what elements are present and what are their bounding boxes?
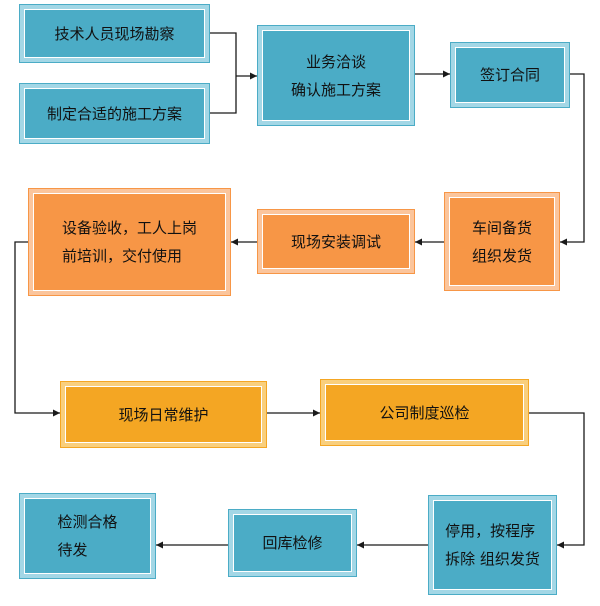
step-label: 现场日常维护 bbox=[118, 405, 209, 424]
step-label: 技术人员现场勘察 bbox=[54, 24, 175, 43]
step-return-repair: 回库检修 bbox=[229, 510, 356, 576]
step-label-line-1: 设备验收，工人上岗 bbox=[61, 219, 197, 237]
step-label: 现场安装调试 bbox=[290, 232, 381, 251]
step-label-line-1: 停用，按程序 bbox=[445, 522, 536, 540]
step-label-line-1: 业务洽谈 bbox=[305, 52, 366, 71]
step-inspection: 公司制度巡检 bbox=[321, 380, 528, 445]
step-daily-maintenance: 现场日常维护 bbox=[61, 382, 266, 447]
step-label-line-2: 拆除 组织发货 bbox=[445, 550, 540, 568]
step-label-line-2: 待发 bbox=[57, 541, 88, 559]
arrow-inspection-to-decommission bbox=[528, 412, 585, 549]
step-sign-contract: 签订合同 bbox=[451, 43, 569, 107]
connector-plan-to-merge bbox=[209, 76, 237, 114]
step-label-line-2: 确认施工方案 bbox=[290, 80, 381, 99]
step-install-debug: 现场安装调试 bbox=[258, 210, 414, 273]
connector-survey-to-merge bbox=[209, 32, 237, 76]
step-label-line-1: 检测合格 bbox=[57, 513, 118, 531]
step-construction-plan: 制定合适的施工方案 bbox=[20, 84, 209, 143]
step-decommission: 停用，按程序 拆除 组织发货 bbox=[429, 496, 556, 594]
arrow-acceptance-to-maintenance bbox=[14, 241, 60, 417]
step-acceptance-training: 设备验收，工人上岗 前培训，交付使用 bbox=[29, 189, 230, 295]
step-label: 签订合同 bbox=[479, 66, 540, 84]
arrow-contract-to-prepare bbox=[560, 73, 585, 246]
step-label-line-1: 车间备货 bbox=[471, 218, 532, 237]
step-label: 制定合适的施工方案 bbox=[46, 104, 182, 123]
step-label: 公司制度巡检 bbox=[379, 403, 470, 422]
step-prepare-ship: 车间备货 组织发货 bbox=[445, 193, 559, 290]
step-label: 回库检修 bbox=[262, 534, 323, 552]
step-label-line-2: 前培训，交付使用 bbox=[61, 247, 182, 265]
step-negotiation: 业务洽谈 确认施工方案 bbox=[258, 26, 414, 125]
step-label-line-2: 组织发货 bbox=[471, 246, 532, 265]
step-test-pass: 检测合格 待发 bbox=[20, 494, 155, 578]
step-site-survey: 技术人员现场勘察 bbox=[20, 5, 209, 62]
